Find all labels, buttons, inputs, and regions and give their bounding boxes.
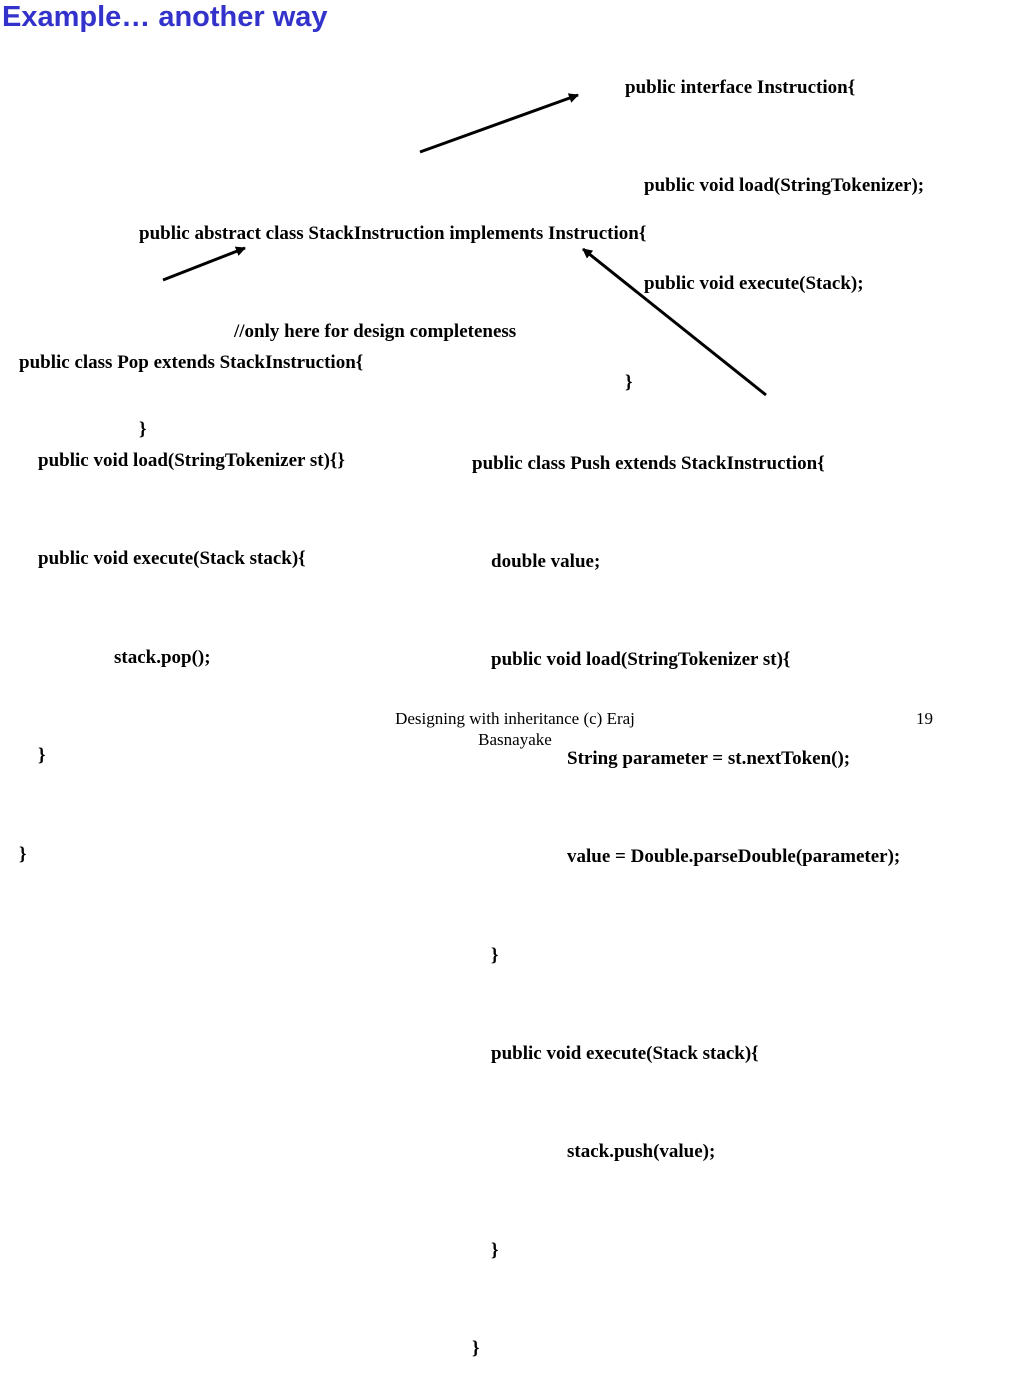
code-line: public abstract class StackInstruction i… [139, 222, 647, 244]
abstract-class-code-block: public abstract class StackInstruction i… [139, 152, 646, 480]
code-line: public void load(StringTokenizer); [625, 174, 925, 196]
code-line: public interface Instruction{ [625, 76, 856, 98]
code-line: public void load(StringTokenizer st){} [19, 449, 345, 471]
code-line: } [19, 745, 46, 767]
code-line: String parameter = st.nextToken(); [472, 747, 851, 769]
code-line: } [472, 1338, 480, 1360]
code-line: } [472, 944, 499, 966]
code-line: } [472, 1239, 499, 1261]
code-line: public class Pop extends StackInstructio… [19, 351, 364, 373]
code-line: public void load(StringTokenizer st){ [472, 649, 791, 671]
push-to-abstract-arrow [582, 247, 767, 397]
pop-to-abstract-arrow [162, 246, 246, 282]
pop-class-code-block: public class Pop extends StackInstructio… [19, 281, 363, 904]
code-line: stack.pop(); [19, 646, 211, 668]
slide-title: Example… another way [2, 1, 328, 33]
code-line: public class Push extends StackInstructi… [472, 452, 825, 474]
code-line: double value; [472, 550, 601, 572]
code-line: public void execute(Stack stack){ [19, 548, 306, 570]
inheritance-arrows [162, 93, 767, 397]
abstract-to-interface-arrow [419, 93, 579, 154]
code-line: } [625, 371, 633, 393]
code-line: public void execute(Stack); [625, 273, 864, 295]
code-line: } [139, 419, 147, 441]
code-line: //only here for design completeness [139, 320, 517, 342]
code-line: value = Double.parseDouble(parameter); [472, 846, 901, 868]
code-line: public void execute(Stack stack){ [472, 1042, 759, 1064]
code-line: stack.push(value); [472, 1141, 716, 1163]
code-line: } [19, 843, 27, 865]
footer-text: Designing with inheritance (c) Eraj Basn… [395, 709, 635, 749]
page-number: 19 [916, 709, 933, 728]
interface-code-block: public interface Instruction{ public voi… [625, 6, 924, 432]
